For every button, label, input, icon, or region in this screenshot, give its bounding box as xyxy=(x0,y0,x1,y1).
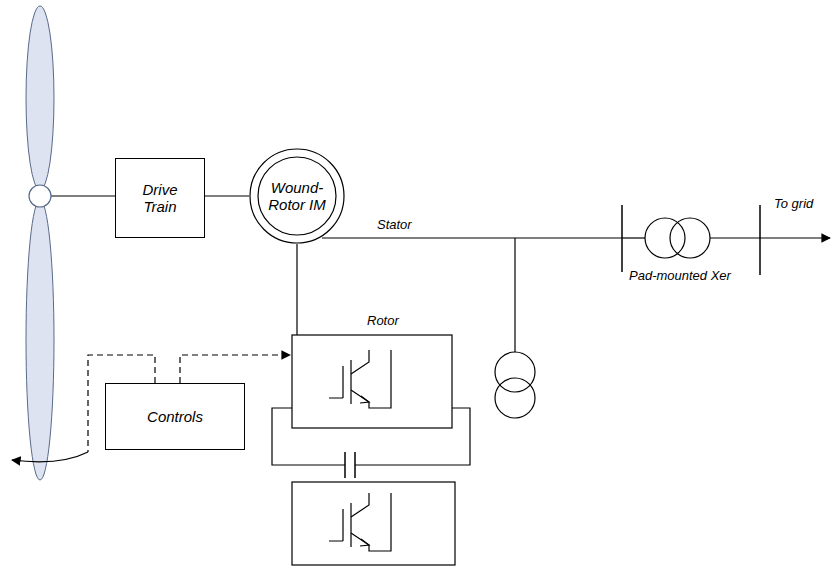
transformer-coil xyxy=(645,218,685,258)
wire xyxy=(622,237,645,238)
drive-train-box: Drive Train xyxy=(115,158,205,238)
dc-link xyxy=(272,408,470,465)
igbt-symbol xyxy=(329,350,391,408)
node-label: Controls xyxy=(147,408,203,425)
blade xyxy=(26,200,54,480)
controls-box: Controls xyxy=(105,383,245,450)
shaft xyxy=(51,195,115,196)
transformer-coil xyxy=(670,218,710,258)
node-label: Wound-Rotor IM xyxy=(267,179,327,214)
capacitor-plate xyxy=(344,452,346,478)
transformer-coil xyxy=(495,352,535,392)
shaft-connector xyxy=(205,195,249,196)
stator-label: Stator xyxy=(376,217,413,232)
generator-circle: Wound-Rotor IM xyxy=(249,148,345,244)
blade xyxy=(26,6,54,190)
grid-label: To grid xyxy=(773,196,814,211)
node-label: Drive Train xyxy=(134,181,186,216)
control-signal xyxy=(180,355,290,383)
pitch-arrow xyxy=(12,452,88,462)
bus-bar xyxy=(759,205,761,275)
rotor-wire xyxy=(296,244,297,335)
igbt-symbol xyxy=(329,493,391,551)
grid-arrow xyxy=(760,237,830,238)
capacitor-plate xyxy=(354,452,356,478)
converter-box xyxy=(292,482,455,565)
transformer-coil xyxy=(495,378,535,418)
transformer-label: Pad-mounted Xer xyxy=(628,268,732,283)
wire xyxy=(514,238,515,352)
stator-wire xyxy=(322,237,622,238)
hub xyxy=(29,185,51,207)
rotor-label: Rotor xyxy=(366,313,400,328)
wire xyxy=(710,237,760,238)
converter-box xyxy=(292,335,452,428)
